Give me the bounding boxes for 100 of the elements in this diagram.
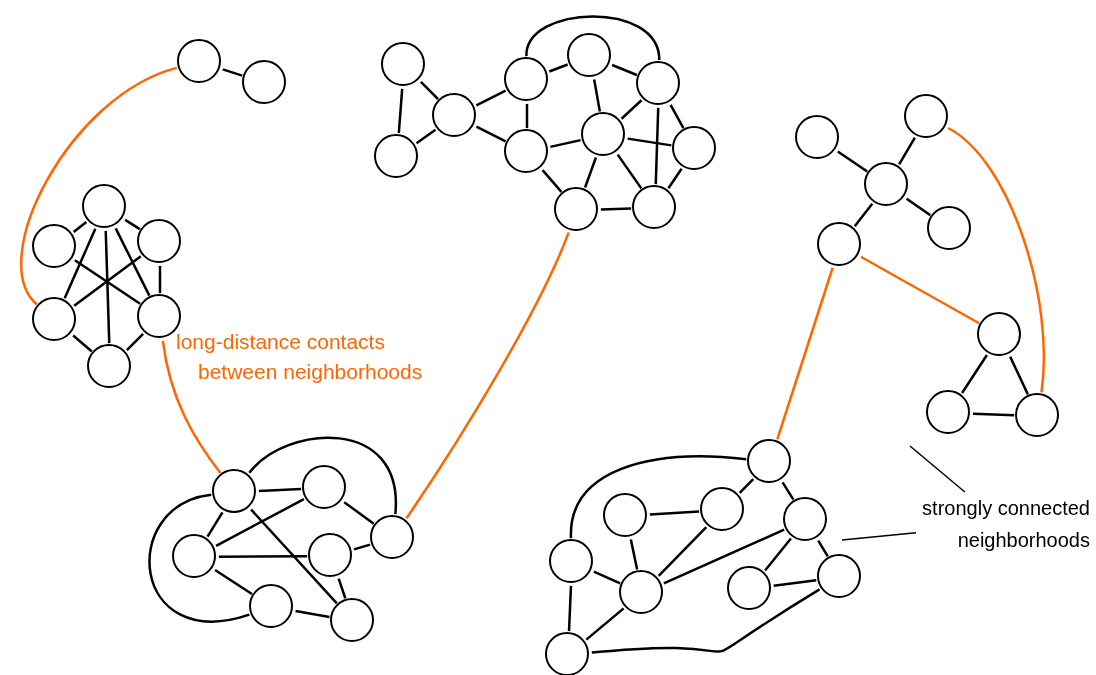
node-circle	[700, 487, 745, 532]
connector-line	[616, 153, 643, 190]
connector-line	[654, 107, 660, 185]
node-circle	[783, 497, 828, 542]
node-circle	[864, 162, 909, 207]
node-circle	[302, 465, 347, 510]
connector-line	[600, 207, 632, 211]
connector-line	[258, 487, 302, 493]
node-circle	[545, 632, 590, 675]
node-circle	[747, 439, 792, 484]
node-circle	[212, 469, 257, 514]
connector-line	[669, 104, 685, 129]
node-circle	[504, 129, 549, 174]
connector-line	[343, 501, 375, 525]
connector-line	[961, 354, 988, 394]
connector-line	[405, 231, 570, 519]
connector-line	[475, 125, 507, 143]
node-circle	[32, 297, 77, 342]
connector-line	[667, 168, 683, 189]
node-circle	[87, 344, 132, 389]
connector-line	[550, 138, 581, 149]
connector-line	[126, 333, 144, 351]
connector-line	[898, 136, 916, 166]
connector-line	[295, 609, 330, 619]
node-circle	[137, 219, 182, 264]
connector-line	[592, 79, 602, 112]
connector-line	[611, 63, 638, 77]
connector-line	[905, 197, 932, 217]
node-circle	[567, 33, 612, 78]
node-circle	[374, 134, 419, 179]
connector-line	[415, 128, 437, 145]
connector-line	[629, 539, 639, 570]
connector-line	[525, 103, 529, 129]
connector-line	[947, 126, 1045, 393]
node-circle	[636, 61, 681, 106]
connector-line	[569, 455, 747, 539]
connector-line	[215, 498, 305, 547]
connector-line	[214, 568, 253, 596]
connector-line	[585, 607, 625, 641]
node-circle	[727, 566, 772, 611]
connector-line	[583, 157, 598, 188]
connector-line	[337, 578, 347, 599]
connector-line	[420, 81, 439, 100]
leader-line	[909, 445, 966, 493]
connector-line	[764, 537, 792, 572]
connector-line	[541, 169, 563, 193]
connector-line	[773, 578, 817, 588]
node-circle	[549, 539, 594, 584]
connector-line	[972, 412, 1015, 417]
leader-line	[841, 531, 917, 541]
node-circle	[817, 222, 862, 267]
connector-line	[649, 510, 700, 516]
connector-line	[72, 334, 93, 353]
connector-line	[548, 63, 569, 73]
connector-line	[837, 150, 868, 173]
connector-line	[158, 265, 162, 294]
connector-line	[20, 66, 178, 306]
node-circle	[32, 224, 77, 269]
connector-line	[1009, 356, 1029, 395]
connector-line	[663, 528, 785, 585]
connector-line	[627, 137, 672, 147]
annotation-text: strongly connected neighborhoods	[916, 492, 1090, 556]
node-circle	[619, 570, 664, 615]
connector-line	[593, 570, 621, 585]
node-circle	[432, 93, 477, 138]
connector-line	[781, 481, 795, 501]
node-circle	[581, 112, 626, 157]
node-circle	[795, 115, 840, 160]
connector-line	[161, 340, 222, 474]
node-circle	[904, 94, 949, 139]
connector-line	[620, 99, 643, 120]
node-circle	[308, 533, 353, 578]
connector-line	[218, 554, 308, 559]
connector-line	[475, 89, 507, 107]
connector-line	[148, 493, 250, 623]
node-circle	[381, 42, 426, 87]
connector-line	[124, 218, 141, 231]
connector-line	[353, 543, 371, 551]
node-circle	[977, 312, 1022, 357]
connector-line	[248, 436, 397, 515]
connector-line	[104, 230, 111, 344]
annotation-text: long-distance contacts between neighborhoods	[176, 329, 424, 385]
connector-line	[776, 267, 834, 440]
connector-line	[817, 539, 829, 558]
connector-line	[114, 227, 151, 297]
connector-line	[591, 588, 821, 654]
node-circle	[172, 534, 217, 579]
connector-line	[250, 508, 338, 605]
connector-line	[525, 15, 661, 61]
connector-line	[63, 228, 97, 299]
connector-line	[567, 585, 573, 632]
node-circle	[82, 184, 127, 229]
connector-line	[72, 220, 88, 234]
connector-line	[853, 203, 874, 227]
connector-line	[738, 478, 755, 494]
connector-line	[222, 68, 243, 77]
connector-line	[397, 88, 404, 134]
connector-line	[206, 511, 224, 538]
node-circle	[672, 126, 717, 171]
connector-line	[860, 255, 980, 325]
